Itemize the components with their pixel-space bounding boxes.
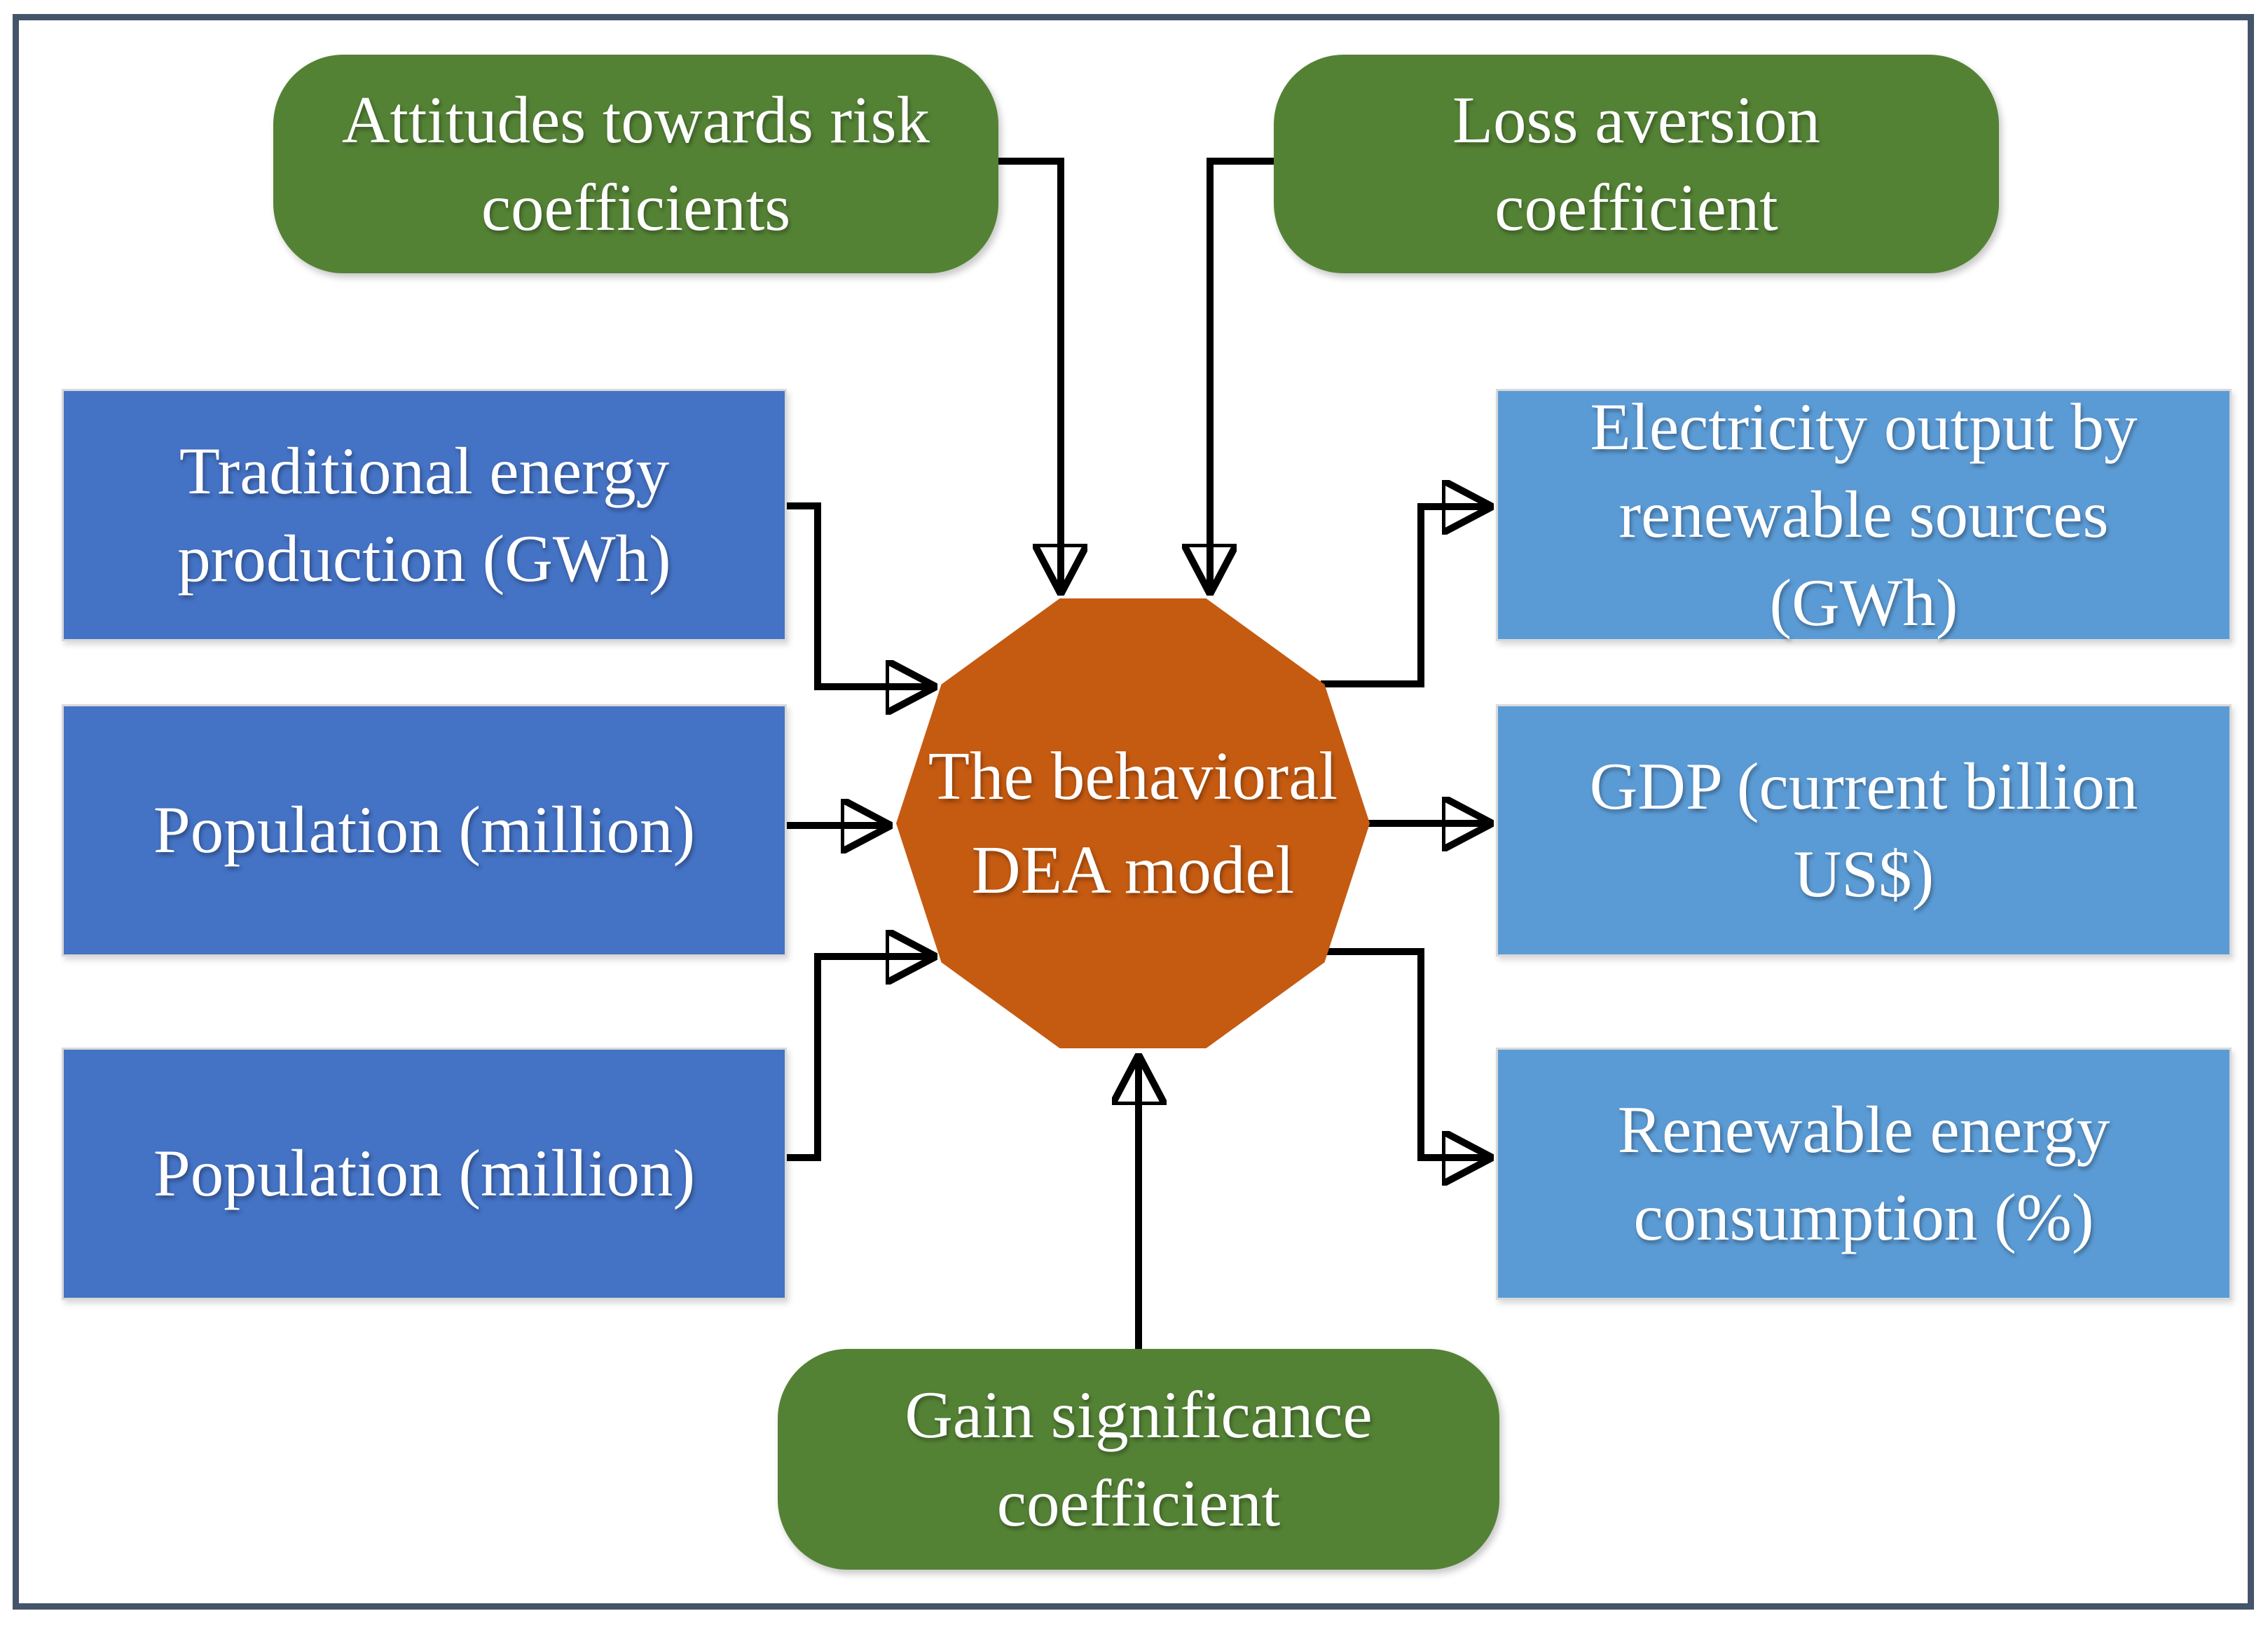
node-loss-aversion-coefficient: Loss aversion coefficient <box>1274 55 1999 273</box>
node-output-gdp: GDP (current billion US$) <box>1496 704 2232 957</box>
node-label: Attitudes towards risk coefficients <box>341 82 930 245</box>
node-label: Loss aversion coefficient <box>1452 82 1821 245</box>
node-output-electricity-renewable: Electricity output by renewable sources … <box>1496 389 2232 641</box>
arrow-population2-to-model <box>787 957 936 1161</box>
arrow-model-to-electricity <box>1321 507 1492 687</box>
node-attitudes-risk-coefficients: Attitudes towards risk coefficients <box>273 55 998 273</box>
node-label: Population (million) <box>153 1136 696 1211</box>
node-gain-significance-coefficient: Gain significance coefficient <box>778 1349 1499 1570</box>
node-output-renewable-consumption: Renewable energy consumption (%) <box>1496 1048 2232 1300</box>
node-label: Gain significance coefficient <box>905 1378 1373 1540</box>
node-label: Traditional energy production (GWh) <box>177 433 671 596</box>
node-input-traditional-energy: Traditional energy production (GWh) <box>62 389 787 641</box>
node-label: GDP (current billion US$) <box>1589 748 2138 911</box>
node-input-population-1: Population (million) <box>62 704 787 957</box>
node-input-population-2: Population (million) <box>62 1048 787 1300</box>
arrow-attitudes-to-model <box>998 158 1061 594</box>
node-label: Population (million) <box>153 793 696 868</box>
arrow-loss-to-model <box>1210 158 1274 594</box>
arrow-traditional-to-model <box>787 502 936 687</box>
arrow-model-to-renewable <box>1324 948 1492 1158</box>
node-behavioral-dea-model: The behavioral DEA model <box>896 598 1370 1048</box>
node-label: Renewable energy consumption (%) <box>1617 1092 2110 1254</box>
node-label: Electricity output by renewable sources … <box>1590 389 2138 640</box>
node-label: The behavioral DEA model <box>928 739 1338 907</box>
